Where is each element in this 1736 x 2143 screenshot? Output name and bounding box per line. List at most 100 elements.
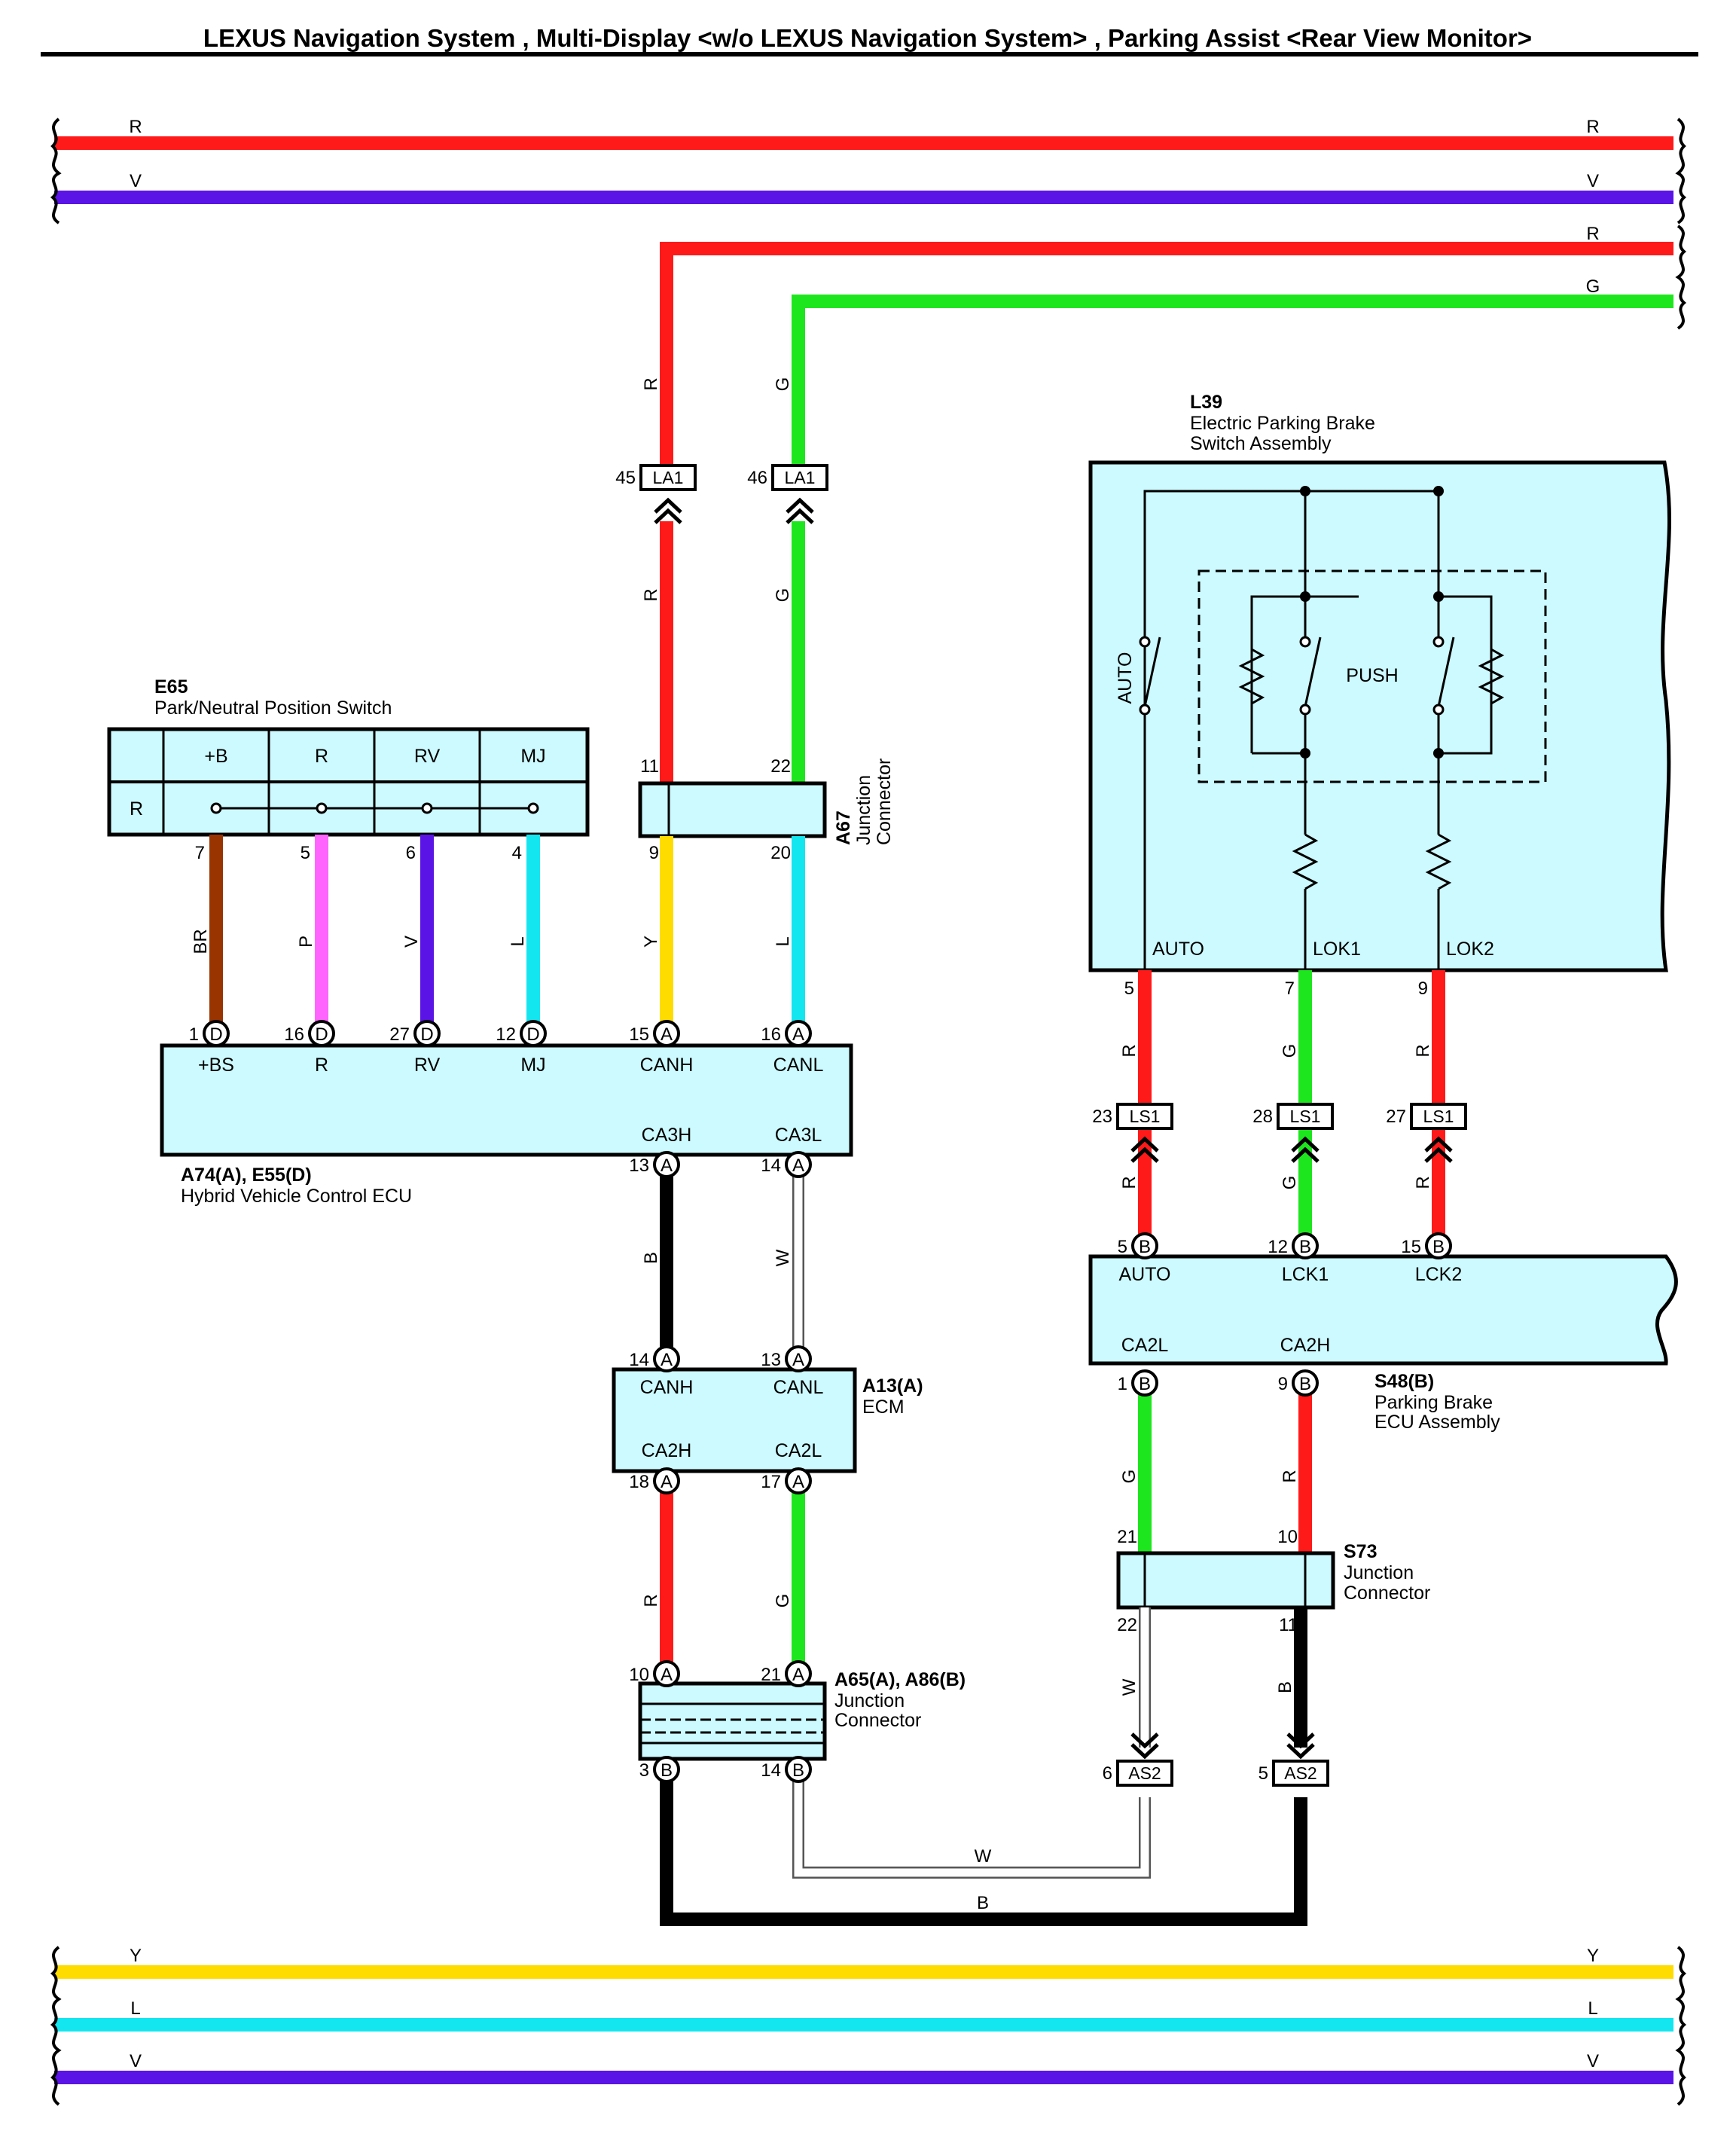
pin-number: 11 [640, 756, 659, 777]
pin-number: 16 [284, 1024, 304, 1045]
ecu-body [160, 1043, 853, 1157]
pin-connector-letter: D [420, 1024, 433, 1045]
wire-label: W [975, 1846, 992, 1867]
component-name: Junction [834, 1690, 905, 1711]
pin-number: 23 [1092, 1107, 1112, 1127]
plug-chevron-icon [1130, 1146, 1159, 1163]
break-mark-right [1675, 1946, 1687, 2106]
terminal-label: +BS [198, 1055, 234, 1076]
pin-number: 1 [189, 1024, 199, 1045]
plug-chevron-icon [1424, 1146, 1453, 1163]
pin-connector-letter: B [1139, 1237, 1151, 1257]
switch-contact [1139, 636, 1151, 648]
pin-circle [653, 1660, 680, 1687]
pin-number: 9 [649, 843, 659, 863]
switch-contact [1432, 636, 1445, 648]
pin-number: 14 [761, 1760, 781, 1781]
component-code: A65(A), A86(B) [834, 1669, 966, 1690]
pin-connector-letter: A [661, 1472, 673, 1492]
pin-connector-letter: A [792, 1472, 804, 1492]
plug-chevron-icon [1424, 1136, 1453, 1152]
resistor-symbol [1425, 833, 1452, 890]
switch-contact [1299, 636, 1311, 648]
break-mark-right [1675, 118, 1687, 224]
terminal-label: AUTO [1152, 939, 1204, 960]
pin-connector-letter: A [661, 1024, 673, 1045]
pin-circle [653, 1345, 680, 1372]
wire-label: R [1413, 1176, 1433, 1189]
pin-connector-letter: D [526, 1024, 539, 1045]
wire-label: V [130, 2051, 142, 2071]
junction-connector-a67: 11 22 9 20 A67 Junction Connector [638, 756, 895, 863]
connector-body [638, 781, 827, 838]
pin-number: 20 [770, 843, 791, 863]
wire-white-a65-as2 [794, 1778, 1149, 1877]
top-bus: R V R V [50, 117, 1687, 224]
terminal-label: RV [414, 746, 441, 767]
component-code: A13(A) [862, 1375, 923, 1397]
pin-connector-letter: A [792, 1350, 804, 1370]
component-name: ECU Assembly [1374, 1412, 1500, 1433]
wire-label: G [1280, 1176, 1300, 1190]
wire-label: R [129, 117, 142, 137]
terminal-label: LOK2 [1446, 939, 1494, 960]
switch-blade [1143, 636, 1161, 707]
wire-label: V [401, 936, 422, 948]
connector-id: AS2 [1284, 1763, 1316, 1783]
component-code: S73 [1344, 1541, 1377, 1562]
pin-number: 5 [1124, 978, 1134, 999]
pin-circle [1292, 1369, 1319, 1397]
terminal-label: CA2H [642, 1440, 692, 1461]
wire-label: G [1119, 1470, 1140, 1484]
internal-line [1250, 595, 1359, 753]
terminal-label: LOK1 [1313, 939, 1361, 960]
pin-number: 21 [1117, 1527, 1137, 1547]
pin-connector-letter: A [661, 1155, 673, 1176]
continuity-dot [421, 802, 433, 814]
pin-number: 28 [1252, 1107, 1273, 1127]
connector-id: LS1 [1423, 1107, 1454, 1126]
wire-label: R [1119, 1176, 1140, 1189]
pin-circle [1131, 1232, 1158, 1259]
component-name: Junction [853, 775, 874, 845]
pin-circle [785, 1020, 812, 1047]
component-name: Switch Assembly [1190, 433, 1332, 454]
wire-black-a65-as2 [660, 1778, 1307, 1926]
connector-id: LA1 [785, 468, 816, 487]
pin-number: 13 [629, 1155, 649, 1176]
connector-box [1410, 1103, 1467, 1130]
wire-label: L [508, 936, 528, 946]
wire-label: B [641, 1252, 661, 1264]
break-mark-left [50, 118, 62, 224]
resistor-symbol [1478, 648, 1505, 705]
terminal-label: LCK2 [1415, 1264, 1463, 1285]
connector-ls1: LS1 LS1 LS1 23 28 27 [1092, 1103, 1467, 1163]
push-label: PUSH [1346, 665, 1398, 686]
pin-connector-letter: B [1432, 1237, 1445, 1257]
pin-number: 6 [1103, 1763, 1112, 1784]
wire-label: G [773, 377, 793, 392]
diagram-title: LEXUS Navigation System , Multi-Display … [203, 24, 1532, 52]
pin-number: 17 [761, 1472, 781, 1492]
resistor-symbol [1238, 648, 1265, 705]
connector-box [1116, 1103, 1173, 1130]
terminal-label: RV [414, 1055, 441, 1076]
wire-white-a65-as2-outline [792, 1778, 1151, 1879]
component-name: Junction [1344, 1562, 1414, 1583]
pin-number: 13 [761, 1350, 781, 1370]
switch-label: AUTO [1115, 652, 1136, 704]
pin-connector-letter: B [792, 1760, 804, 1781]
component-code: A67 [833, 810, 854, 845]
pin-number: 7 [195, 843, 205, 863]
component-name: Hybrid Vehicle Control ECU [181, 1186, 412, 1207]
terminal-label: R [315, 746, 328, 767]
position-label: R [130, 798, 143, 820]
pin-connector-letter: A [792, 1155, 804, 1176]
wire-label: R [1586, 117, 1599, 137]
pin-number: 15 [629, 1024, 649, 1045]
pin-number: 12 [1268, 1237, 1288, 1257]
pin-connector-letter: B [1299, 1374, 1311, 1394]
junction-dot [1300, 486, 1310, 496]
